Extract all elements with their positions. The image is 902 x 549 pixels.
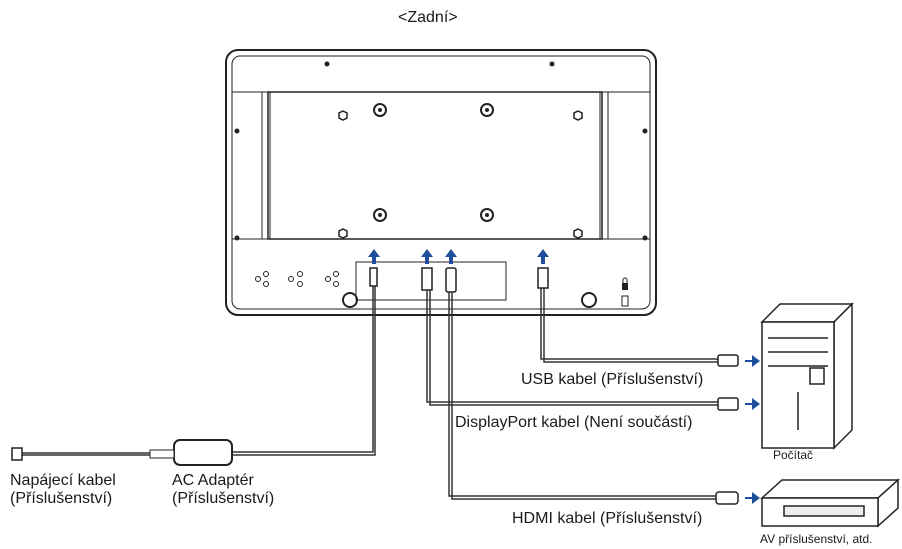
cable-ends <box>11 354 739 505</box>
hdmi-cable-label: HDMI kabel (Příslušenství) <box>512 510 703 527</box>
ac-adapter <box>149 439 233 466</box>
power-cord-label-2: (Příslušenství) <box>10 490 113 507</box>
computer-tower <box>760 302 854 450</box>
power-cord-label-1: Napájecí kabel <box>10 472 116 489</box>
device-arrows <box>745 355 760 504</box>
usb-cable-label: USB kabel (Příslušenství) <box>521 371 704 388</box>
av-device <box>760 478 900 528</box>
cable-plugs <box>369 267 549 293</box>
ac-adapter-label-2: (Příslušenství) <box>172 490 275 507</box>
computer-label: Počítač <box>773 448 814 462</box>
port-arrows <box>368 249 549 264</box>
page-title: <Zadní> <box>398 9 458 26</box>
cables <box>12 286 737 500</box>
av-device-label: AV příslušenství, atd. <box>760 532 873 546</box>
displayport-cable-label: DisplayPort kabel (Není součástí) <box>455 414 693 431</box>
ac-adapter-label-1: AC Adaptér <box>172 472 254 489</box>
monitor-back <box>225 49 657 316</box>
